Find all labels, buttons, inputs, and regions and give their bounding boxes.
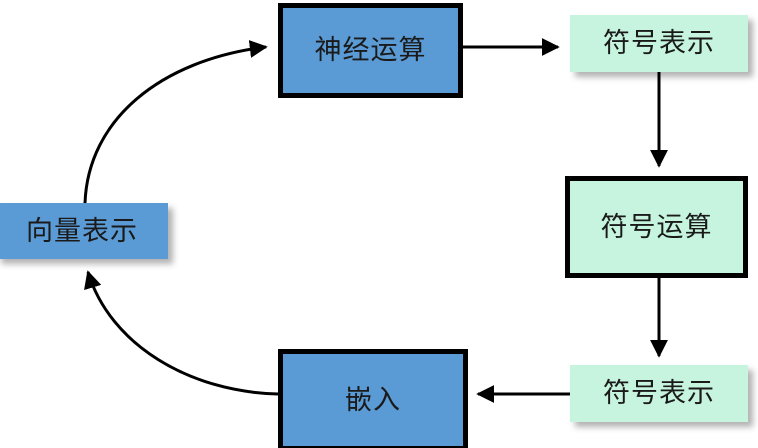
node-symbolic-representation-top[interactable]: 符号表示	[570, 15, 748, 72]
edge-vector-to-neural	[83, 40, 268, 204]
edge-embedding-to-vector	[84, 270, 279, 396]
node-symbolic-representation-bottom-label: 符号表示	[603, 378, 715, 409]
node-embedding-label: 嵌入	[345, 384, 401, 416]
node-vector-representation-label: 向量表示	[26, 215, 138, 247]
node-embedding[interactable]: 嵌入	[278, 349, 468, 448]
node-symbolic-operation[interactable]: 符号运算	[565, 176, 748, 278]
node-symbolic-representation-bottom[interactable]: 符号表示	[570, 365, 748, 422]
node-symbolic-operation-label: 符号运算	[600, 211, 713, 243]
node-neural-operation[interactable]: 神经运算	[278, 3, 463, 98]
node-symbolic-representation-top-label: 符号表示	[603, 28, 715, 59]
node-neural-operation-label: 神经运算	[314, 35, 427, 66]
node-vector-representation[interactable]: 向量表示	[0, 203, 168, 259]
